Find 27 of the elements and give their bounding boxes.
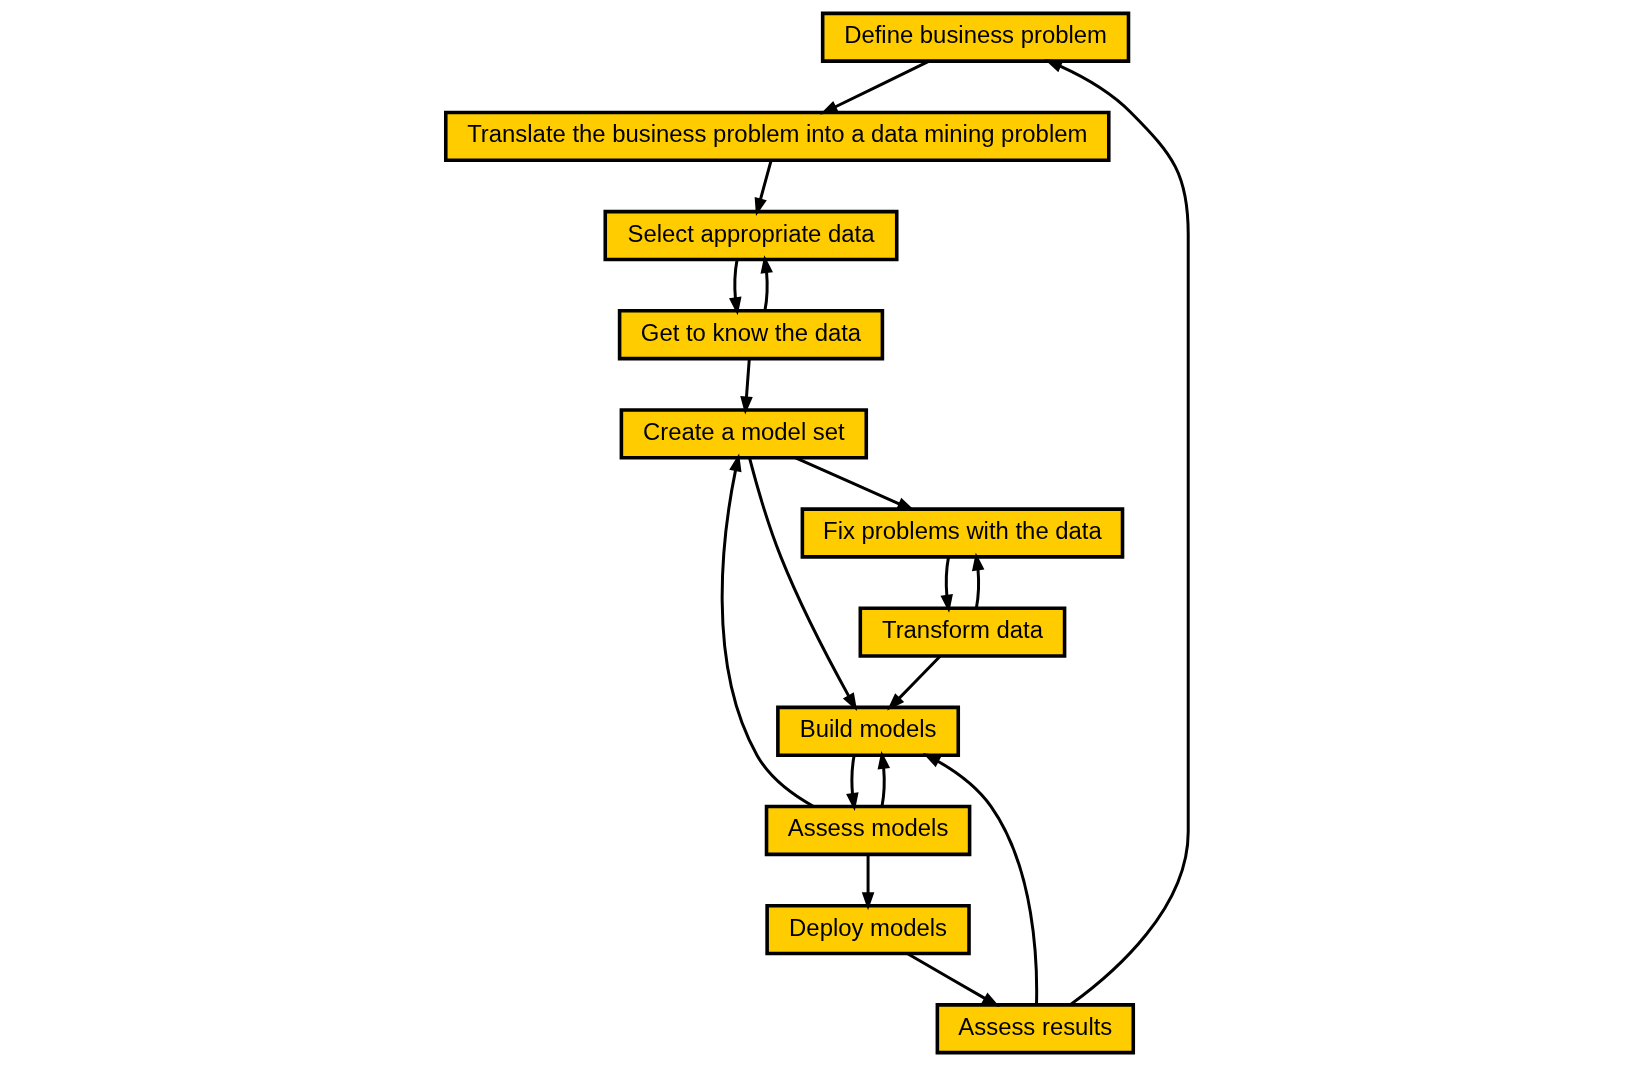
node-box: Fix problems with the data [800,507,1125,559]
arrow [760,255,773,311]
arrow [887,655,942,711]
node-box: Transform data [858,606,1067,658]
node-box: Select appropriate data [603,209,899,262]
arrow [754,160,773,216]
node-box: Assess models [764,804,972,857]
arrow [1044,59,1190,1006]
node-box: Assess results [935,1003,1136,1055]
arrow [861,854,875,911]
node-box: Create a model set [619,408,869,460]
node-box: Define business problem [820,11,1131,63]
node-box: Get to know the data [617,309,885,361]
arrow [740,358,753,415]
node-box: Deploy models [765,903,971,956]
arrow [906,952,1000,1008]
arrow [971,552,985,609]
arrow [729,259,742,316]
node-box: Translate the business problem into a data mining problem [444,110,1111,163]
arrow [922,753,1039,1005]
arrow [819,60,930,115]
arrow [846,755,859,811]
arrow [748,457,858,712]
arrow [877,750,891,807]
node-box: Build models [776,705,961,757]
arrow [720,453,815,808]
arrow [940,556,953,613]
